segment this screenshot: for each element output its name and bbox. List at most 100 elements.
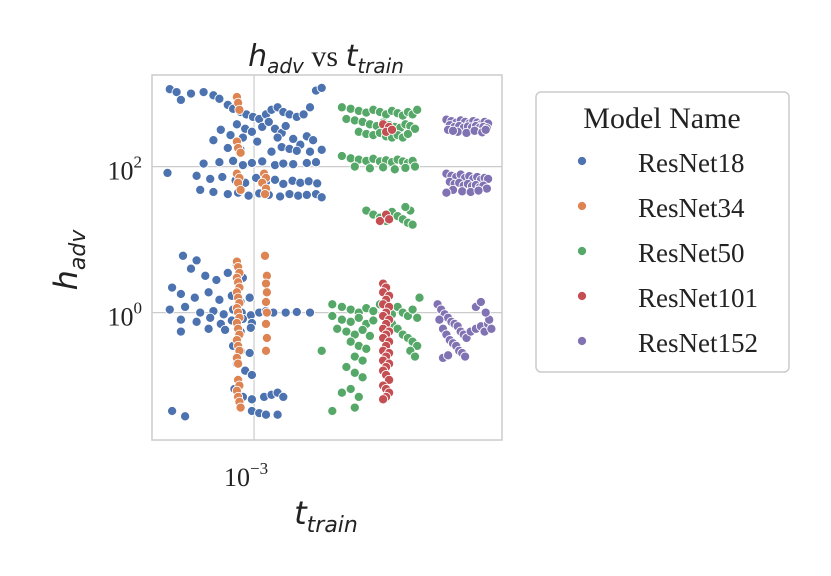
data-point [177,250,189,261]
data-point [222,267,233,278]
data-point [364,163,375,174]
data-point [243,190,254,201]
data-point [336,387,347,398]
data-point [480,307,491,318]
legend: Model Name ResNet18ResNet34ResNet50ResNe… [535,91,790,373]
data-point [341,113,352,125]
data-point [345,316,356,327]
data-point [349,161,360,172]
data-point [234,104,245,115]
data-point [244,292,255,303]
data-point [341,361,352,373]
data-point [214,294,225,305]
data-point [400,162,411,173]
data-point [310,157,322,168]
data-point [409,123,421,134]
data-point [402,128,413,140]
data-point [195,307,206,318]
data-point [304,102,316,113]
data-point [263,116,274,127]
data-point [175,326,186,337]
data-point [295,177,306,188]
legend-label: ResNet152 [638,328,758,358]
data-point [225,130,236,141]
chart-title: hadv vs ttrain [248,39,404,78]
data-point [222,142,233,154]
data-point [214,93,225,104]
legend-items: ResNet18ResNet34ResNet50ResNet101ResNet1… [576,148,758,358]
data-point [246,126,257,137]
data-point [284,189,295,200]
data-point [301,189,312,200]
plot-frame [151,74,503,441]
data-point [298,109,309,120]
data-point [185,88,197,99]
data-point [198,87,209,98]
data-point [327,405,338,417]
data-point [261,307,272,318]
legend-label: ResNet18 [638,148,744,178]
series-resnet101 [374,119,398,405]
data-point [412,340,423,351]
data-point [291,306,302,318]
data-point [195,184,206,195]
y-tick-label: 102 [108,153,143,186]
data-point [288,133,299,144]
data-point [303,176,314,187]
data-point [215,124,226,135]
data-point [473,185,484,196]
data-point [217,171,228,183]
data-point [291,145,302,156]
legend-frame [535,91,790,373]
data-point [304,146,316,157]
data-point [175,94,186,105]
data-point [218,309,229,320]
data-point [261,287,272,298]
data-point [349,402,360,413]
data-point [260,409,272,420]
data-point [214,157,225,168]
y-tick-label: 100 [108,299,143,332]
data-point [412,312,423,323]
data-point [280,120,291,132]
data-point [336,150,347,162]
data-point [407,304,418,315]
data-point [327,310,338,322]
data-point [260,345,272,356]
data-point [304,307,316,318]
data-point [164,304,175,315]
data-point [191,255,202,266]
data-point [222,189,233,200]
data-point [414,292,425,303]
data-point [332,323,343,334]
data-point [280,307,291,318]
legend-marker [576,335,588,347]
series-resnet152 [432,114,497,363]
legend-marker [576,290,588,302]
data-point [205,173,216,184]
data-point [260,278,272,289]
data-point [481,183,492,194]
data-point [200,270,211,281]
data-point [336,102,347,113]
data-point [316,345,327,356]
data-point [316,144,327,155]
legend-marker [576,155,588,167]
data-point [353,391,364,402]
data-point [245,322,256,333]
legend-item: ResNet34 [576,193,745,223]
data-point [259,189,271,200]
data-point [357,324,368,335]
data-point [301,157,312,169]
data-point [349,367,360,378]
data-point [480,124,491,135]
legend-label: ResNet50 [638,238,744,268]
data-point [278,158,289,169]
data-point [386,124,398,135]
data-point [261,332,272,344]
data-point [175,288,186,300]
data-point [345,383,356,395]
data-point [278,391,289,402]
data-point [237,160,248,171]
data-point [228,155,239,166]
